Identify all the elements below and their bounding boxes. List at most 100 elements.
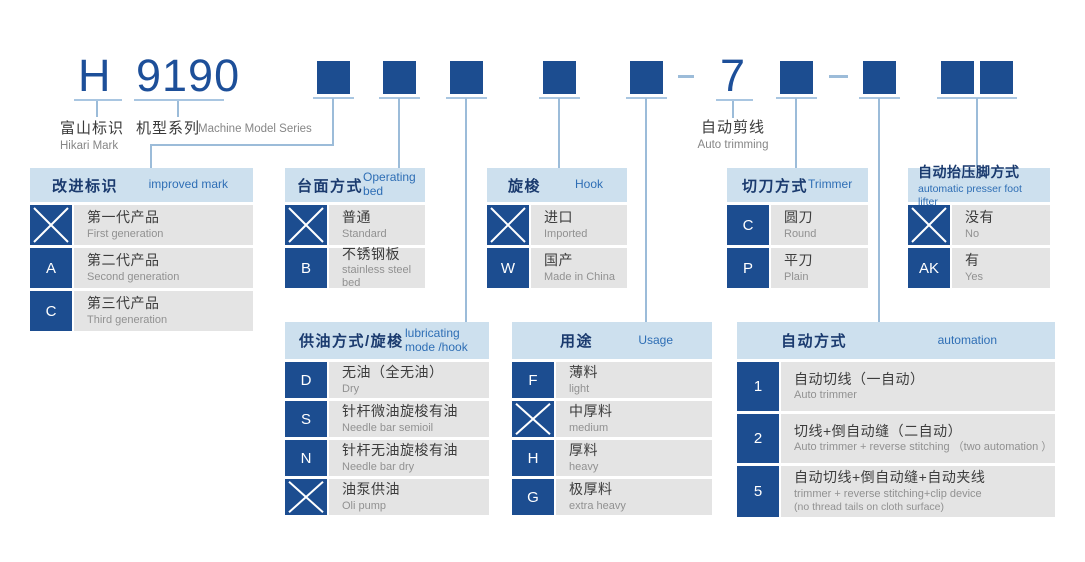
value-zh: 油泵供油 (342, 481, 400, 498)
code-placeholder-box (780, 61, 813, 94)
value-zh: 进口 (544, 209, 573, 226)
key-cell: H (512, 440, 554, 476)
key-letter: P (742, 259, 753, 277)
value-zh: 极厚料 (569, 481, 613, 498)
table-title-en: Trimmer (808, 177, 853, 192)
table-automation: 自动方式 automation 1 自动切线（一自动） Auto trimmer… (737, 322, 1055, 517)
key-cell: W (487, 248, 529, 288)
connector-line (465, 98, 467, 322)
value-cell: 厚料 heavy (556, 440, 712, 476)
value-en: heavy (569, 460, 599, 473)
connector-line (645, 98, 647, 322)
auto-trim-digit: 7 (720, 50, 747, 101)
table-row: 2 切线+倒自动缝（二自动） Auto trimmer + reverse st… (737, 414, 1055, 463)
value-en: Needle bar dry (342, 460, 415, 473)
key-letter: A (45, 259, 56, 277)
value-zh: 针杆微油旋梭有油 (342, 403, 458, 420)
key-cell (285, 479, 327, 515)
connector-line (795, 98, 797, 168)
connector-line (558, 98, 560, 168)
table-row: 中厚料 medium (512, 401, 712, 437)
value-cell: 无油（全无油） Dry (329, 362, 489, 398)
value-en: trimmer + reverse stitching+clip device (794, 487, 982, 500)
value-en: Third generation (87, 313, 168, 326)
value-zh: 有 (965, 252, 980, 269)
table-row: W 国产 Made in China (487, 248, 627, 288)
table-row: N 针杆无油旋梭有油 Needle bar dry (285, 440, 489, 476)
key-letter: C (742, 216, 754, 234)
table-header: 自动方式 automation (737, 322, 1055, 359)
table-row: 第一代产品 First generation (30, 205, 253, 245)
cross-icon (30, 205, 72, 245)
brand-label-zh: 富山标识 (60, 120, 125, 137)
connector-line (150, 144, 334, 146)
code-placeholder-box (941, 61, 974, 94)
table-title-en: improved mark (148, 177, 228, 192)
cross-icon (285, 479, 327, 515)
value-cell: 没有 No (952, 205, 1050, 245)
table-row: C 第三代产品 Third generation (30, 291, 253, 331)
table-title-zh: 供油方式/旋梭 (299, 333, 404, 350)
value-en: stainless steel bed (342, 264, 412, 290)
value-zh: 圆刀 (784, 209, 813, 226)
value-en: medium (569, 421, 609, 434)
value-zh: 薄料 (569, 364, 598, 381)
cross-icon (285, 205, 327, 245)
value-zh: 第一代产品 (87, 209, 160, 226)
connector-line (976, 98, 978, 168)
key-cell: 2 (737, 414, 779, 463)
key-letter: G (527, 488, 539, 506)
key-letter: F (528, 371, 538, 389)
key-number: 5 (753, 483, 763, 500)
table-title-zh: 自动抬压脚方式 (918, 164, 1020, 181)
value-en: Needle bar semioil (342, 421, 434, 434)
auto-trim-label-zh: 自动剪线 (700, 119, 765, 136)
code-dash (829, 75, 848, 78)
value-zh: 第三代产品 (87, 295, 160, 312)
connector-line (150, 144, 152, 168)
underline (716, 99, 753, 101)
key-cell: F (512, 362, 554, 398)
value-cell: 第一代产品 First generation (74, 205, 253, 245)
code-placeholder-box (543, 61, 576, 94)
key-cell (30, 205, 72, 245)
connector-line (177, 101, 179, 117)
underline (74, 99, 122, 101)
key-cell: A (30, 248, 72, 288)
table-title-zh: 切刀方式 (742, 177, 809, 195)
table-presser-foot-lifter: 自动抬压脚方式 automatic presser foot lifter 没有… (908, 164, 1050, 288)
table-row: H 厚料 heavy (512, 440, 712, 476)
value-cell: 普通 Standard (329, 205, 425, 245)
table-row: 5 自动切线+倒自动缝+自动夹线 trimmer + reverse stitc… (737, 466, 1055, 517)
series-label-zh: 机型系列 (136, 120, 201, 137)
table-header: 切刀方式 Trimmer (727, 168, 868, 202)
key-cell: C (30, 291, 72, 331)
key-cell: 1 (737, 362, 779, 411)
value-en: Imported (544, 227, 588, 240)
series-number: 9190 (136, 50, 241, 101)
value-cell: 极厚料 extra heavy (556, 479, 712, 515)
key-cell (908, 205, 950, 245)
cross-icon (487, 205, 529, 245)
key-cell: C (727, 205, 769, 245)
table-row: C 圆刀 Round (727, 205, 868, 245)
table-title-en: automation (937, 332, 997, 347)
value-en: Made in China (544, 270, 615, 283)
cross-icon (512, 401, 554, 437)
table-header: 改进标识 improved mark (30, 168, 253, 202)
code-placeholder-box (317, 61, 350, 94)
value-zh: 中厚料 (569, 403, 613, 420)
key-cell (285, 205, 327, 245)
table-hook: 旋梭 Hook 进口 Imported W 国产 Made in China (487, 168, 627, 288)
value-zh: 切线+倒自动缝（二自动） (794, 422, 963, 439)
value-en: Round (784, 227, 817, 240)
auto-trim-label-en: Auto trimming (697, 139, 769, 151)
code-placeholder-box (383, 61, 416, 94)
key-letter: N (300, 449, 312, 467)
code-placeholder-box (630, 61, 663, 94)
value-cell: 进口 Imported (531, 205, 627, 245)
table-row: 没有 No (908, 205, 1050, 245)
value-zh: 不锈钢板 (342, 245, 400, 262)
brand-letter: H (78, 50, 112, 101)
